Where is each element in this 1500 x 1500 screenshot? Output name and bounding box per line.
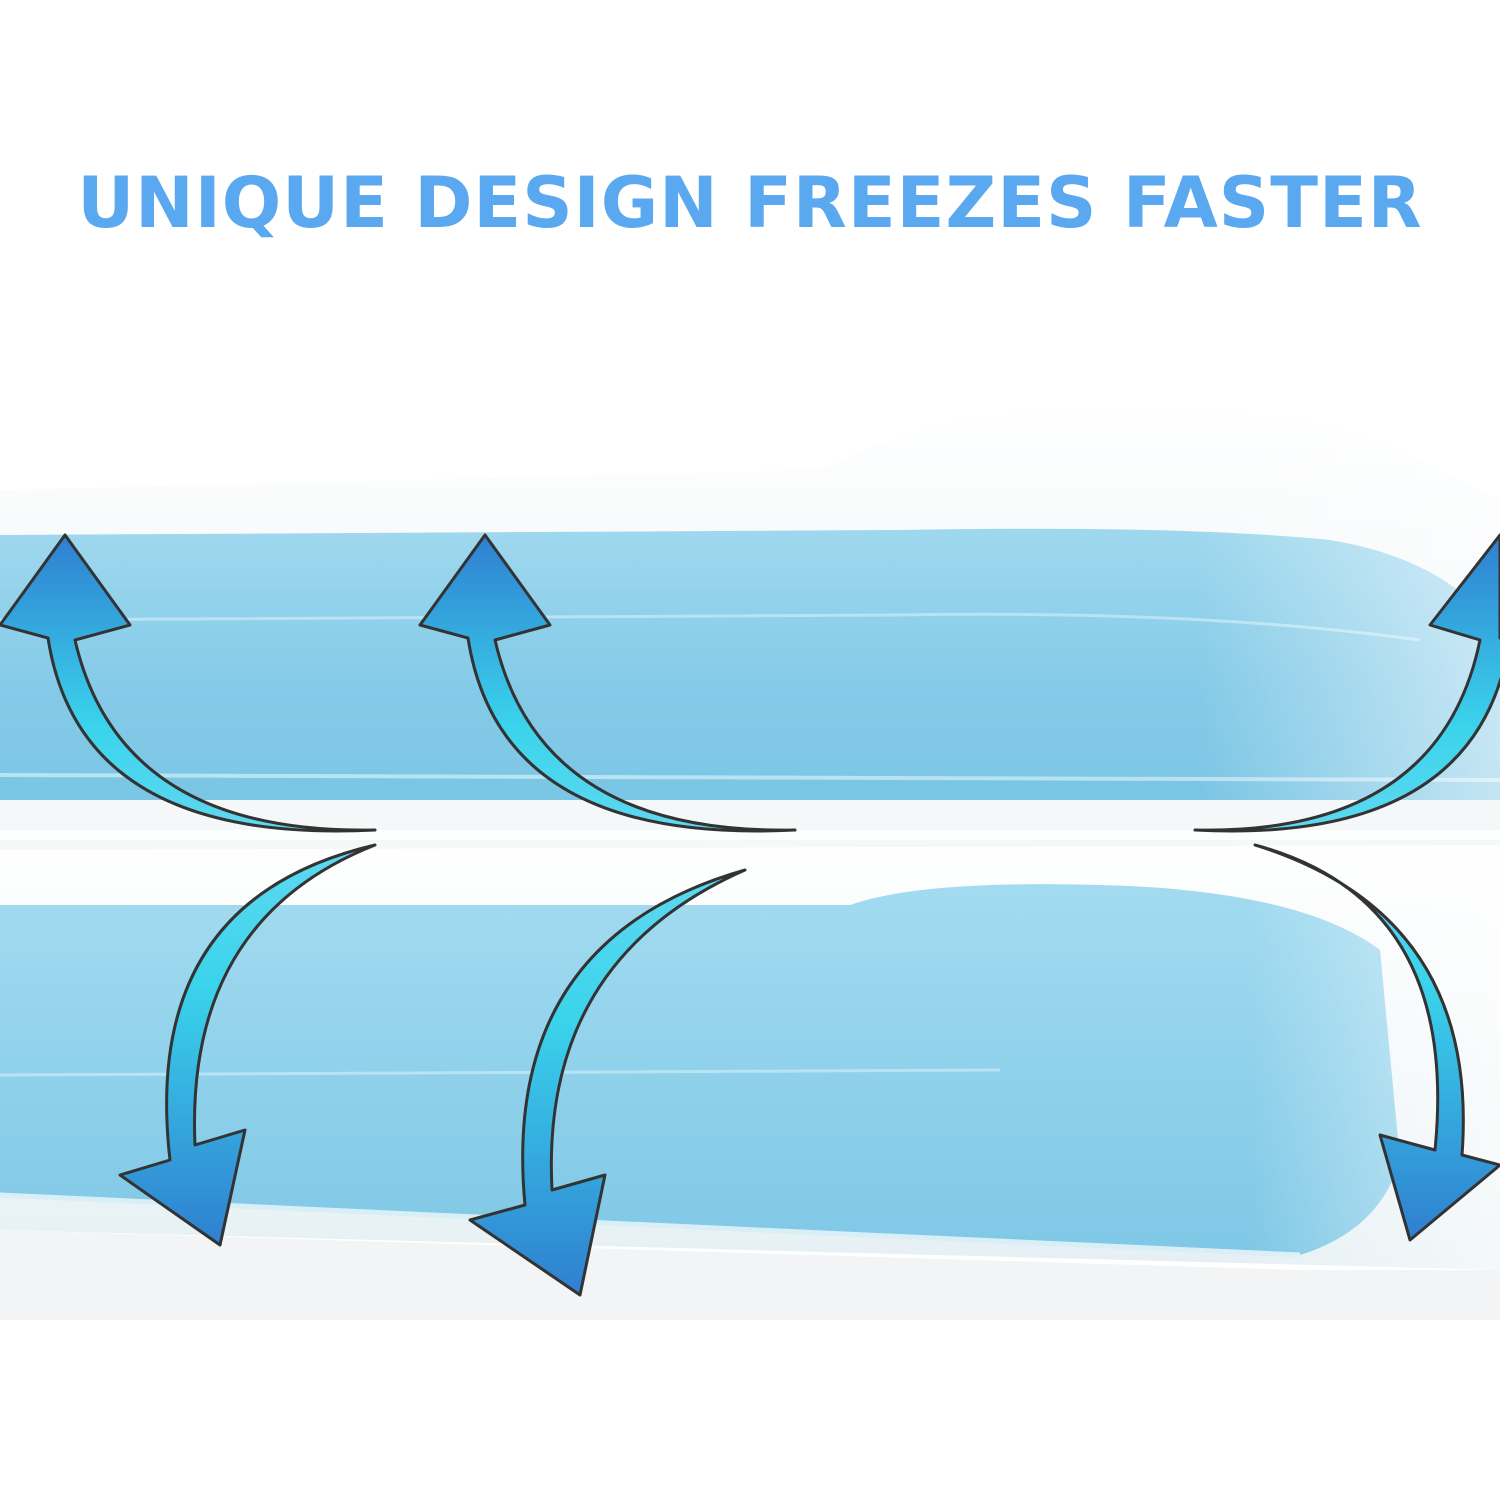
- curved-arrow-icon: [0, 533, 377, 833]
- curved-arrow-icon: [418, 533, 797, 833]
- curved-arrow-icon: [118, 843, 377, 1247]
- headline: UNIQUE DESIGN FREEZES FASTER: [77, 162, 1423, 244]
- top-ice-pack: [0, 400, 1500, 850]
- bottom-ice-pack: [0, 845, 1500, 1270]
- table-surface: [0, 1230, 1500, 1320]
- curved-arrow-icon: [1193, 533, 1500, 833]
- curved-arrow-icon: [468, 868, 747, 1297]
- bottom-pack-gel: [0, 884, 1400, 1255]
- curved-arrow-icon: [1253, 843, 1500, 1242]
- top-pack-gel: [0, 528, 1500, 830]
